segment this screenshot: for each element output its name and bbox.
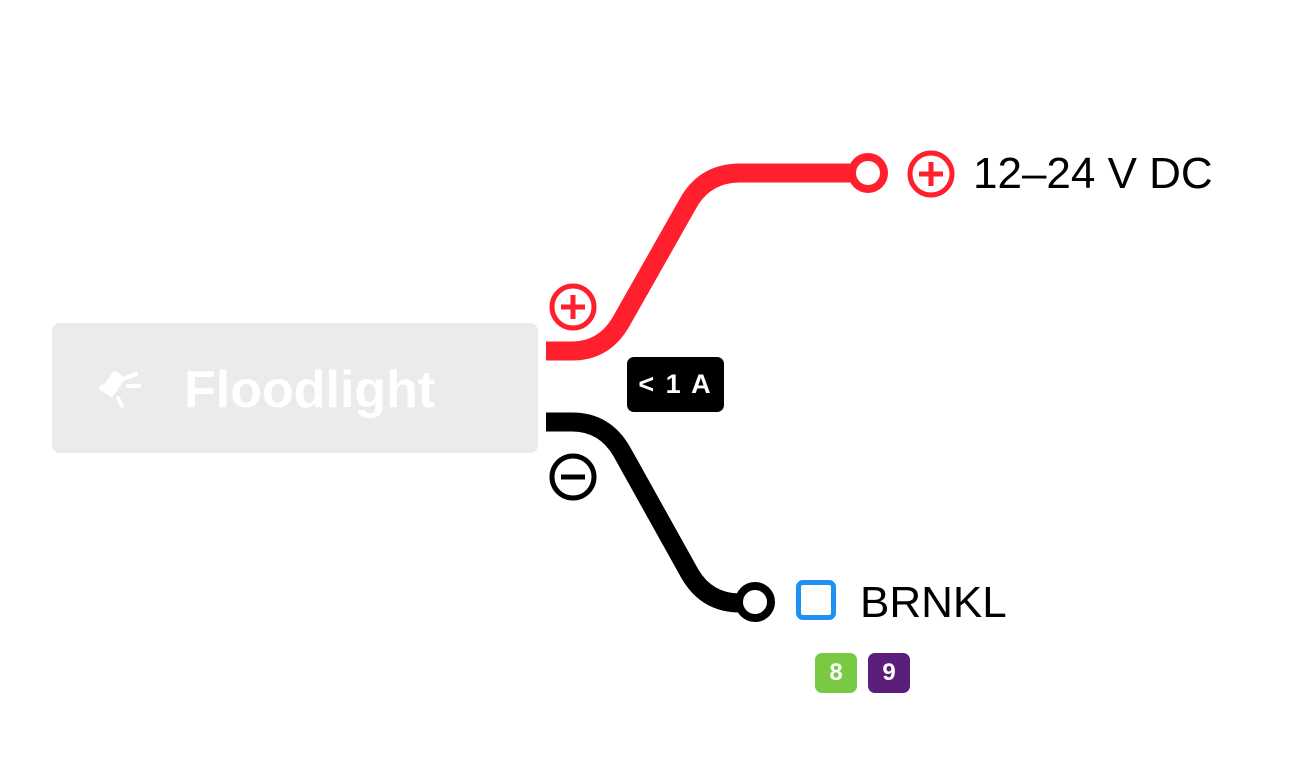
negative-terminal-end (735, 582, 775, 622)
pin-badge-8: 8 (815, 653, 857, 693)
positive-terminal-end (848, 153, 888, 193)
positive-wire (546, 163, 866, 361)
power-supply-label: 12–24 V DC (973, 149, 1213, 198)
brnkl-label: BRNKL (860, 578, 1007, 627)
device-label: Floodlight (184, 361, 436, 419)
plus-circle-icon (549, 283, 597, 331)
square-outline-icon (796, 580, 836, 620)
pin-badge-9: 9 (868, 653, 910, 693)
current-rating-badge: < 1 A (627, 357, 724, 412)
floodlight-icon (98, 370, 141, 408)
negative-wire (546, 412, 752, 613)
minus-circle-icon (549, 453, 597, 501)
plus-circle-icon (907, 150, 955, 198)
